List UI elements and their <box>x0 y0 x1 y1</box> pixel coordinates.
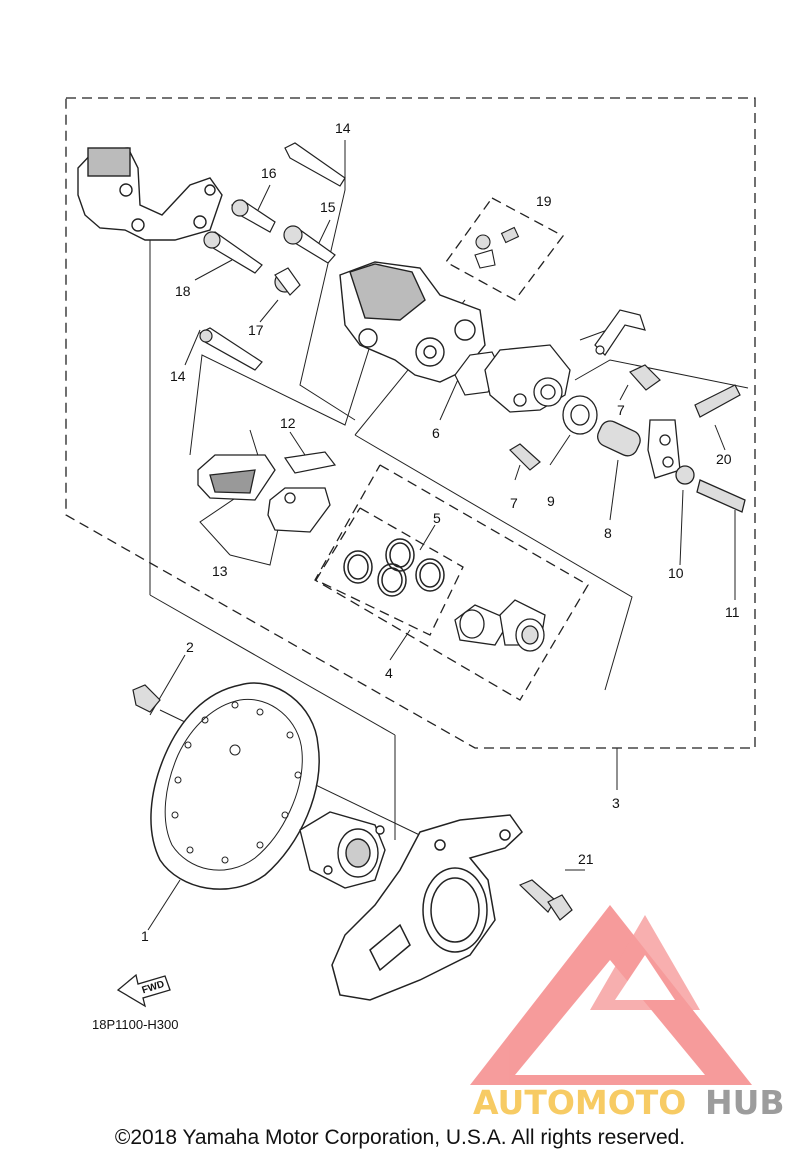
caliper-hanger <box>331 814 523 1001</box>
pad-spring <box>283 451 337 474</box>
callout-16: 16 <box>261 165 277 181</box>
assembly-boundary <box>65 97 756 749</box>
callout-18: 18 <box>175 283 191 299</box>
callout-14b: 14 <box>170 368 186 384</box>
slide-pins <box>199 142 346 371</box>
part-code: 18P1100-H300 <box>92 1017 179 1032</box>
callout-2: 2 <box>186 639 194 655</box>
callout-17: 17 <box>248 322 264 338</box>
disc-bolt <box>132 684 161 713</box>
callout-9: 9 <box>547 493 555 509</box>
watermark-logo <box>470 905 752 1085</box>
callout-13: 13 <box>212 563 228 579</box>
callout-4: 4 <box>385 665 393 681</box>
fwd-arrow-icon: FWD <box>116 973 171 1008</box>
callout-6: 6 <box>432 425 440 441</box>
callout-15: 15 <box>320 199 336 215</box>
callout-5: 5 <box>433 510 441 526</box>
mounting-bolts <box>509 364 661 471</box>
caliper-bracket <box>77 147 223 241</box>
watermark-word-b: HUB <box>705 1083 785 1122</box>
callout-8: 8 <box>604 525 612 541</box>
callout-12: 12 <box>280 415 296 431</box>
bleed-screw <box>474 226 520 269</box>
brake-pads <box>197 454 331 533</box>
callout-10: 10 <box>668 565 684 581</box>
watermark-wordmark: AUTOMOTO HUB <box>473 1083 785 1122</box>
brake-disc <box>150 682 320 890</box>
callout-7a: 7 <box>617 402 625 418</box>
pistons <box>454 599 546 652</box>
callout-numbers: 1 2 3 4 5 6 7 7 8 9 10 11 12 13 14 14 15… <box>141 120 740 944</box>
piston-housing <box>484 344 571 413</box>
wheel-hub <box>299 811 386 889</box>
callout-1: 1 <box>141 928 149 944</box>
spring-bracket <box>594 309 741 418</box>
seal-kit <box>343 538 445 597</box>
callout-19: 19 <box>536 193 552 209</box>
callout-21: 21 <box>578 851 594 867</box>
watermark-word-a: AUTOMOTO <box>473 1083 686 1122</box>
callout-14a: 14 <box>335 120 351 136</box>
callout-7b: 7 <box>510 495 518 511</box>
callout-3: 3 <box>612 795 620 811</box>
piston-parts <box>562 395 746 513</box>
caliper-body <box>339 261 486 383</box>
copyright-notice: ©2018 Yamaha Motor Corporation, U.S.A. A… <box>114 1126 686 1149</box>
callout-20: 20 <box>716 451 732 467</box>
hanger-bolt <box>518 879 573 921</box>
callout-11: 11 <box>725 604 740 620</box>
